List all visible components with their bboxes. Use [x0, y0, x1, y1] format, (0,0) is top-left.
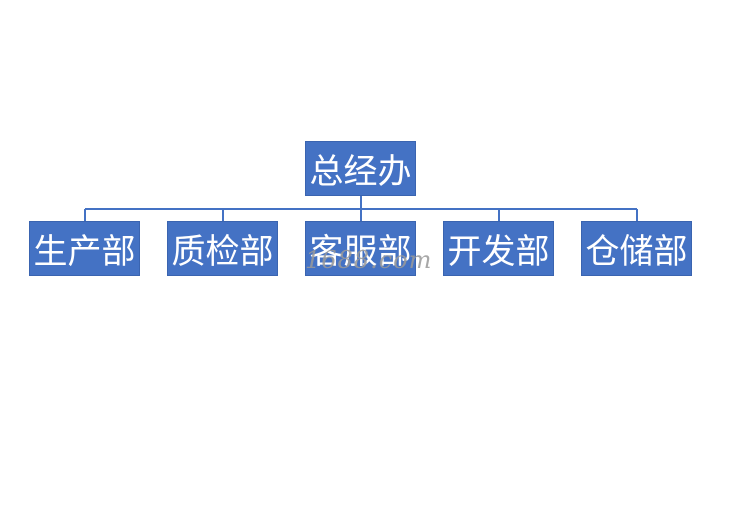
org-node-root[interactable]: 总经办: [305, 141, 416, 196]
watermark: 1688.com: [305, 246, 433, 274]
org-node-root-label: 总经办: [309, 152, 412, 192]
org-node-production[interactable]: 生产部: [29, 221, 140, 276]
org-node-customer-service[interactable]: 客服部: [305, 221, 416, 276]
org-node-warehouse[interactable]: 仓储部: [581, 221, 692, 276]
org-node-quality[interactable]: 质检部: [167, 221, 278, 276]
org-node-label: 仓储部: [585, 232, 688, 272]
org-node-development[interactable]: 开发部: [443, 221, 554, 276]
org-node-label: 开发部: [447, 232, 550, 272]
org-node-label: 客服部: [309, 232, 412, 272]
org-node-label: 质检部: [171, 232, 274, 272]
org-node-label: 生产部: [33, 232, 136, 272]
